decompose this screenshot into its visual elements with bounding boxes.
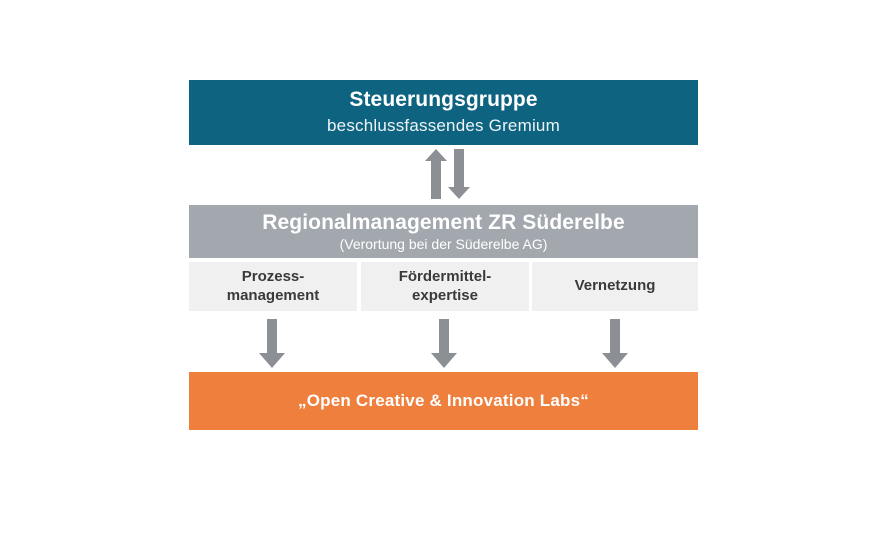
steering-group-subtitle: beschlussfassendes Gremium <box>327 116 560 136</box>
capability-box-vernetzung: Vernetzung <box>532 262 698 311</box>
arrow-down-icon <box>431 319 457 368</box>
regional-management-title: Regionalmanagement ZR Süderelbe <box>262 210 625 234</box>
arrow-down-icon <box>259 319 285 368</box>
capability-box-prozessmanagement: Prozess- management <box>189 262 357 311</box>
steering-group-title: Steuerungsgruppe <box>349 88 538 112</box>
capability-label: Prozess- management <box>227 268 320 306</box>
regional-management-box: Regionalmanagement ZR Süderelbe (Verortu… <box>189 205 698 258</box>
open-creative-innovation-labs-box: „Open Creative & Innovation Labs“ <box>189 372 698 430</box>
capability-label-line2: management <box>226 286 320 304</box>
capability-label-line1: Fördermittel- <box>398 267 492 285</box>
regional-management-subtitle: (Verortung bei der Süderelbe AG) <box>339 235 548 252</box>
capability-label-line2: expertise <box>412 286 478 304</box>
capability-label: Vernetzung <box>575 277 656 296</box>
arrow-up-icon <box>425 149 447 199</box>
capability-label: Fördermittel- expertise <box>399 268 492 306</box>
steering-group-box: Steuerungsgruppe beschlussfassendes Grem… <box>189 80 698 145</box>
capability-label-line1: Prozess- <box>241 267 305 285</box>
capability-label-line1: Vernetzung <box>574 277 656 295</box>
labs-title: „Open Creative & Innovation Labs“ <box>298 391 589 410</box>
arrow-down-icon <box>448 149 470 199</box>
arrow-down-icon <box>602 319 628 368</box>
capability-box-foerdermittelexpertise: Fördermittel- expertise <box>361 262 529 311</box>
